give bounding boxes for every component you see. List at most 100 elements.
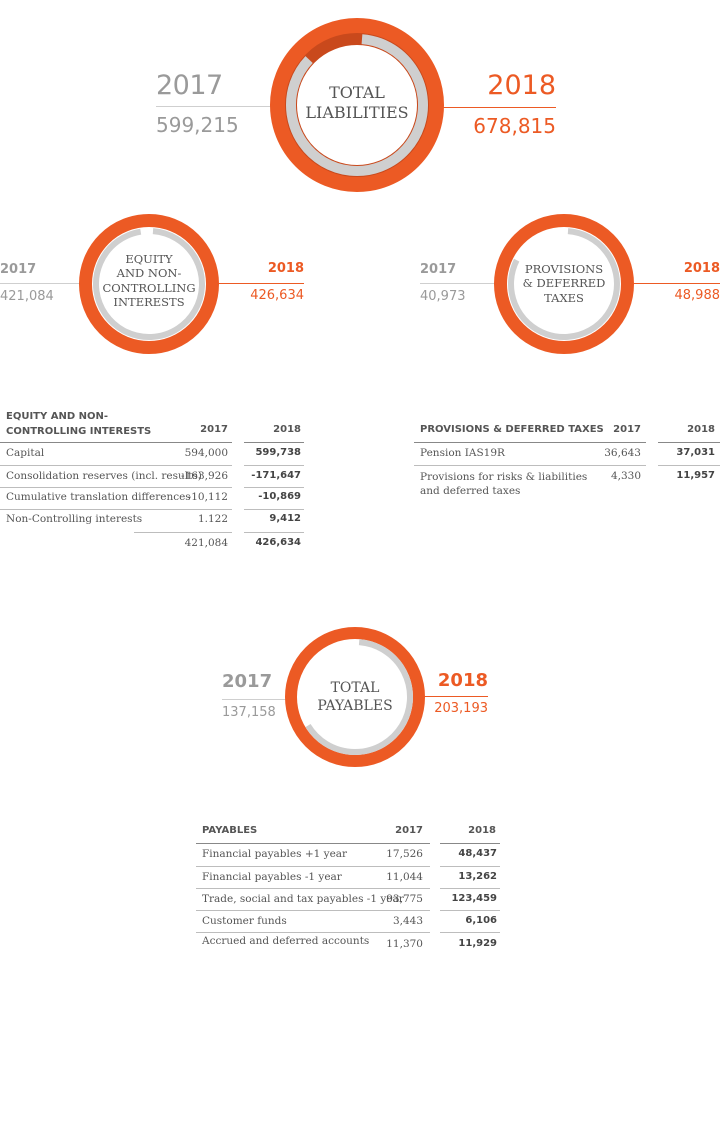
column-header-2018: 2018 [273,424,301,435]
year-2018-label: 2018 [487,70,556,101]
row-2018: 6,106 [465,915,497,926]
title-line-3: TAXES [544,290,584,305]
column-header-2018: 2018 [687,424,715,435]
row-rule [440,910,500,911]
ring-2018-segment [79,214,219,354]
payables-title: TOTAL PAYABLES [300,680,410,715]
row-rule [0,465,232,466]
row-2018: -171,647 [251,470,301,481]
total-liabilities-ring [270,18,444,192]
ring-2017-segment [305,639,413,755]
ring-2018-segment [270,18,444,192]
divider-2017 [420,283,498,284]
total-2017: 421,084 [184,537,228,549]
row-label: Financial payables +1 year [202,848,348,860]
row-2017: 17,526 [386,848,423,860]
value-2017: 599,215 [156,113,239,137]
value-2017: 421,084 [0,289,54,304]
header-line-2: CONTROLLING INTERESTS [6,426,152,437]
row-label-line-2: and deferred taxes [420,485,521,497]
year-2018-label: 2018 [683,261,720,276]
row-rule [414,465,646,466]
ring-2017-segment [286,34,428,176]
value-2018: 678,815 [473,114,556,138]
row-rule [196,910,430,911]
title-line-1: EQUITY [125,252,173,266]
row-2017: -10,112 [187,491,228,503]
title-line-2: & DEFERRED [522,276,606,291]
value-2018: 203,193 [434,701,488,716]
title-line-1: PROVISIONS [524,262,604,276]
column-header-2017: 2017 [395,825,423,836]
row-label: Cumulative translation differences [6,491,191,503]
row-2018: 123,459 [451,893,497,904]
year-2017-label: 2017 [0,262,37,277]
row-rule [196,888,430,889]
row-2018: 11,957 [676,470,715,481]
total-rule [134,532,232,533]
row-label: Trade, social and tax payables -1 year [202,893,404,905]
year-2018-label: 2018 [267,261,304,276]
column-header-2018: 2018 [468,825,496,836]
ring-2017-segment [93,228,205,340]
divider-2017 [222,699,292,700]
row-2017: 93,775 [386,893,423,905]
year-2017-label: 2017 [156,70,223,101]
row-rule [196,932,430,933]
row-2017: 1.122 [197,513,228,525]
title-line-2: AND NON- [116,266,182,281]
header-rule [440,843,500,844]
row-rule [440,888,500,889]
row-2018: 9,412 [269,513,301,524]
row-2018: 13,262 [458,871,497,882]
row-rule [244,465,304,466]
row-2017: 594,000 [184,447,228,459]
ring-2017-segment [508,228,620,340]
row-rule [0,509,232,510]
total-rule [244,532,304,533]
value-2017: 40,973 [420,289,466,304]
header-rule [244,442,304,443]
row-label: Pension IAS19R [420,447,505,459]
ring-2018-segment [494,214,634,354]
row-rule [440,866,500,867]
row-2017: 4,330 [610,470,641,482]
row-label: Capital [6,447,45,459]
row-rule [244,509,304,510]
payables-ring [285,627,425,767]
header-rule [658,442,720,443]
row-label: Consolidation reserves (incl. results) [6,470,202,482]
title-line-2: PAYABLES [317,697,393,714]
row-2018: 48,437 [458,848,497,859]
column-header-2017: 2017 [613,424,641,435]
ring-2018-segment [285,627,425,767]
divider-2018 [630,283,720,284]
row-2017: 36,643 [604,447,641,459]
row-2018: 11,929 [458,938,497,949]
title-line-2: LIABILITIES [305,103,409,122]
row-2017: -163,926 [181,470,228,482]
row-label: Provisions for risks & liabilities and d… [420,470,587,498]
value-2018: 48,988 [674,288,720,303]
header-rule [0,442,232,443]
value-2018: 426,634 [250,288,304,303]
provisions-ring [494,214,634,354]
table-header: PROVISIONS & DEFERRED TAXES [420,424,604,435]
row-label: Financial payables -1 year [202,871,342,883]
row-2018: 599,738 [255,447,301,458]
column-header-2017: 2017 [200,424,228,435]
header-line-1: EQUITY AND NON- [6,411,108,422]
title-line-1: TOTAL [329,83,385,102]
row-rule [658,465,720,466]
divider-2017 [0,283,84,284]
header-rule [414,442,646,443]
row-rule [440,932,500,933]
row-label: Customer funds [202,915,287,927]
row-2017: 11,044 [386,871,423,883]
row-label: Accrued and deferred accounts [202,935,370,947]
divider-2018 [440,107,556,108]
divider-2018 [214,283,304,284]
divider-2017 [156,106,280,107]
row-rule [196,866,430,867]
equity-ring [79,214,219,354]
